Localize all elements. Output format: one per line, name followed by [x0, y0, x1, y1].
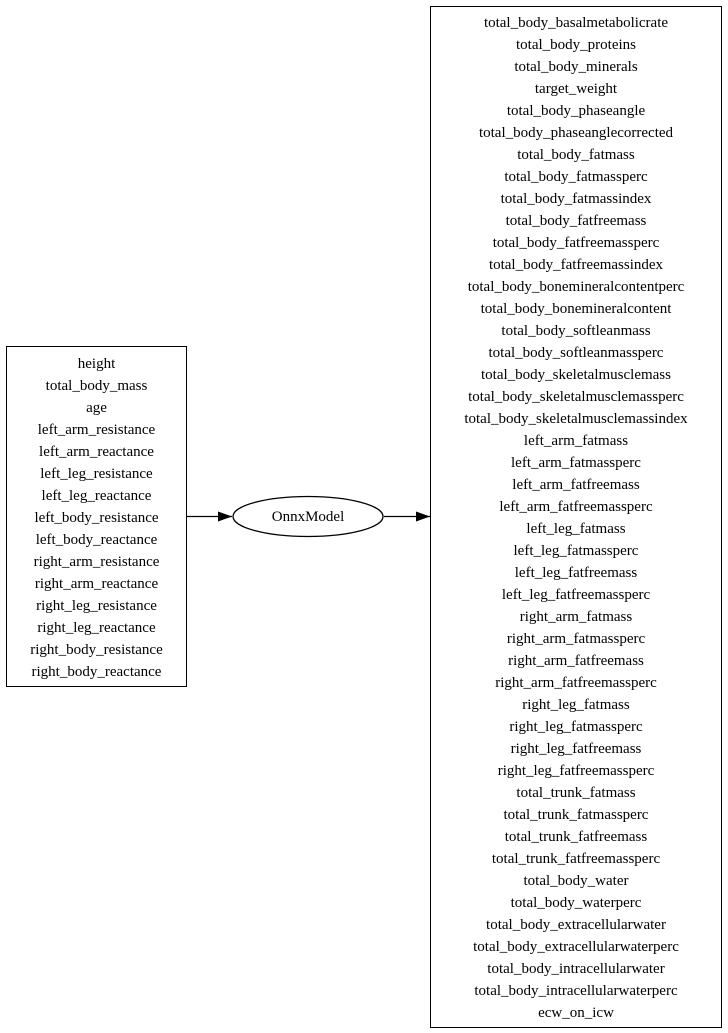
output-node-field: total_body_skeletalmusclemass [481, 366, 671, 383]
output-node-field: total_body_intracellularwater [487, 960, 665, 977]
output-node-field: total_body_extracellularwater [486, 916, 666, 933]
output-node-field: right_arm_fatfreemass [508, 652, 644, 669]
input-node-field: height [77, 355, 116, 372]
output-node-field: left_leg_fatfreemass [514, 564, 638, 581]
output-node-field: left_leg_fatmass [526, 520, 626, 537]
output-node-field: total_trunk_fatmass [516, 784, 636, 801]
model-node-ellipse [232, 495, 384, 538]
output-node-field: left_arm_fatmass [523, 432, 629, 449]
output-node-field: total_trunk_fatfreemassperc [491, 850, 661, 867]
input-node-field: left_body_resistance [34, 509, 159, 526]
output-node-field: total_body_skeletalmusclemassperc [468, 388, 684, 405]
input-node-field: left_arm_reactance [39, 443, 154, 460]
output-node-field: right_arm_fatfreemassperc [495, 674, 657, 691]
output-node-field: right_leg_fatmassperc [509, 718, 643, 735]
output-node-field: total_body_fatfreemassindex [488, 256, 664, 273]
output-node-field: total_body_phaseanglecorrected [478, 124, 674, 141]
output-node-field: left_leg_fatfreemassperc [501, 586, 651, 603]
output-node-field: left_arm_fatfreemass [512, 476, 640, 493]
output-node-field: total_body_extracellularwaterperc [473, 938, 679, 955]
output-node-field: left_arm_fatfreemassperc [499, 498, 653, 515]
output-node-field: right_leg_fatfreemass [510, 740, 642, 757]
output-node-field: total_trunk_fatmassperc [503, 806, 649, 823]
output-node-field: target_weight [534, 80, 618, 97]
output-node-field: total_body_waterperc [510, 894, 642, 911]
model-node-label: OnnxModel [271, 508, 345, 525]
output-node-field: total_body_fatfreemass [505, 212, 647, 229]
output-node-field: total_body_fatfreemassperc [492, 234, 660, 251]
input-node-field: age [86, 399, 107, 416]
input-node-field: right_leg_resistance [36, 597, 157, 614]
output-node-field: total_body_skeletalmusclemassindex [464, 410, 688, 427]
input-node-field: left_arm_resistance [37, 421, 156, 438]
input-node-field: right_arm_resistance [33, 553, 160, 570]
output-node-field: total_body_basalmetabolicrate [483, 14, 669, 31]
output-node-field: right_leg_fatmass [522, 696, 630, 713]
output-node-field: total_body_minerals [514, 58, 638, 75]
output-node-field: total_body_intracellularwaterperc [474, 982, 678, 999]
output-node-field: right_arm_fatmass [519, 608, 633, 625]
output-node-field: total_body_water [523, 872, 629, 889]
input-node-field: right_leg_reactance [37, 619, 156, 636]
output-node-field: left_arm_fatmassperc [511, 454, 641, 471]
input-node-field: left_leg_reactance [41, 487, 152, 504]
output-node-field: right_arm_fatmassperc [506, 630, 646, 647]
output-node-field: left_leg_fatmassperc [513, 542, 639, 559]
output-node: total_body_basalmetabolicrate total_body_… [430, 6, 722, 1028]
output-node-field: total_body_fatmassindex [500, 190, 652, 207]
output-node-field: total_body_fatmassperc [504, 168, 648, 185]
output-node-field: total_body_softleanmassperc [488, 344, 664, 361]
output-node-field: total_body_bonemineralcontentperc [467, 278, 685, 295]
input-node-field: left_leg_resistance [40, 465, 153, 482]
output-node-field: total_body_softleanmass [501, 322, 651, 339]
output-node-field: total_body_proteins [516, 36, 636, 53]
output-node-field: ecw_on_icw [538, 1004, 614, 1021]
input-node-field: right_arm_reactance [34, 575, 159, 592]
input-node-field: right_body_resistance [30, 641, 163, 658]
output-node-field: total_body_phaseangle [506, 102, 646, 119]
input-node-field: left_body_reactance [35, 531, 158, 548]
output-node-field: total_body_fatmass [517, 146, 635, 163]
output-node-field: total_trunk_fatfreemass [504, 828, 648, 845]
input-node-field: total_body_mass [45, 377, 148, 394]
output-node-field: total_body_bonemineralcontent [480, 300, 672, 317]
input-node-field: right_body_reactance [31, 663, 162, 680]
output-node-field: right_leg_fatfreemassperc [497, 762, 655, 779]
